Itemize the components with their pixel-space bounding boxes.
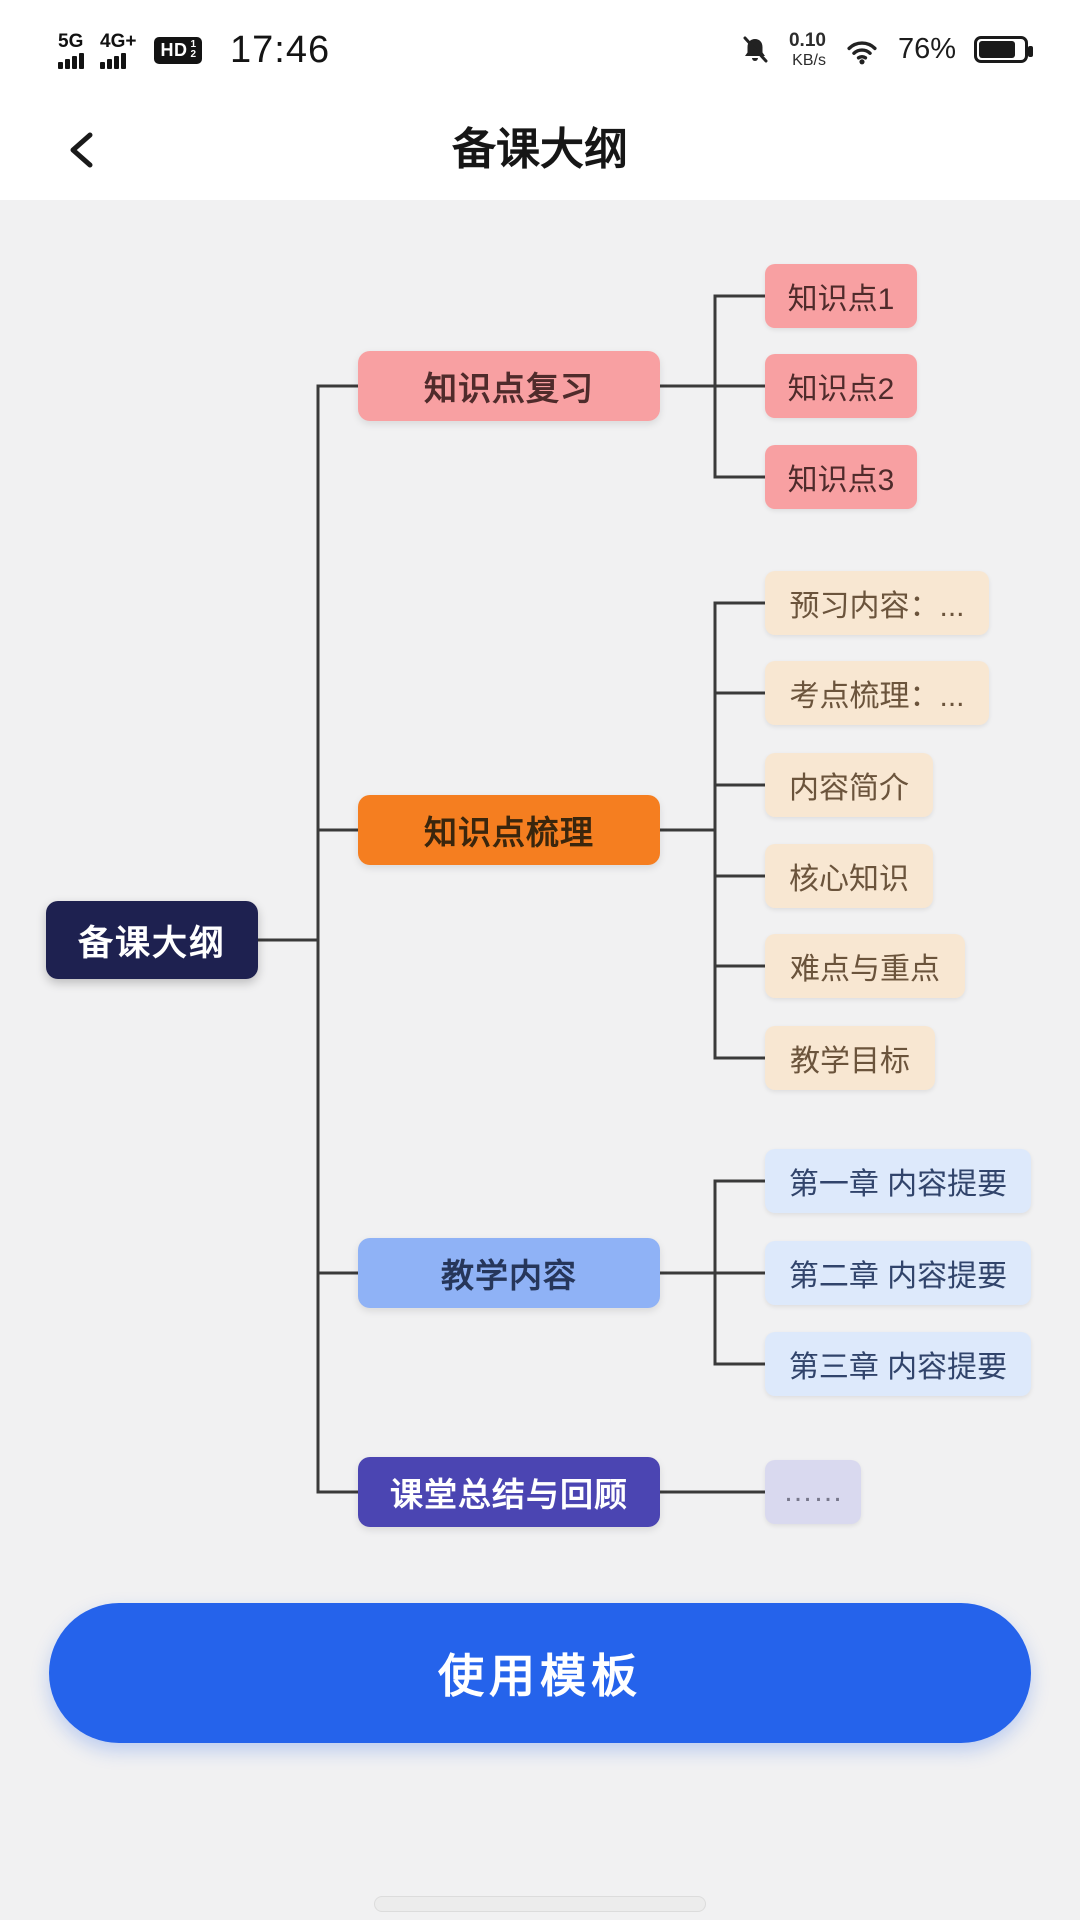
network-speed-unit: KB/s — [792, 51, 826, 69]
child-node-teaching-goals: 教学目标 — [765, 1026, 935, 1090]
hd-sim2-number: 2 — [190, 49, 197, 60]
child-node-difficulties: 难点与重点 — [765, 934, 965, 998]
child-node-preview-content: 预习内容：... — [765, 571, 989, 635]
hd-label: HD — [160, 39, 188, 60]
hd-volte-icon: HD 1 2 — [154, 36, 203, 64]
child-node-review-3: 知识点3 — [765, 445, 917, 509]
signal-bars-icon — [58, 52, 84, 69]
child-node-chapter-1: 第一章 内容提要 — [765, 1149, 1031, 1213]
sim2-network-label: 4G+ — [100, 30, 137, 52]
network-speed-value: 0.10 — [788, 29, 826, 51]
hd-sim1-number: 1 — [190, 39, 197, 50]
sim1-network-label: 5G — [58, 30, 84, 52]
child-node-review-1: 知识点1 — [765, 264, 917, 328]
child-node-exam-points: 考点梳理：... — [765, 661, 989, 725]
network-speed: 0.10 KB/s — [788, 29, 826, 69]
top-bar-area: 5G 4G+ HD 1 2 17:46 0 — [0, 0, 1080, 200]
signal-bars-icon — [100, 52, 126, 69]
child-node-intro: 内容简介 — [765, 753, 933, 817]
branch-node-teaching-content: 教学内容 — [358, 1238, 660, 1308]
mute-bell-icon — [743, 36, 768, 63]
child-node-core-knowledge: 核心知识 — [765, 844, 933, 908]
hd-sim-numbers: 1 2 — [190, 40, 196, 60]
branch-node-review: 知识点复习 — [358, 351, 660, 421]
signal-sim1: 5G — [58, 32, 84, 69]
clock-text: 17:46 — [230, 28, 331, 71]
battery-percent-text: 76% — [897, 33, 956, 66]
child-node-review-2: 知识点2 — [765, 354, 917, 418]
root-node: 备课大纲 — [46, 901, 258, 979]
wifi-icon — [847, 41, 877, 65]
page-title: 备课大纲 — [452, 125, 628, 174]
back-button[interactable] — [60, 126, 108, 174]
use-template-button[interactable]: 使用模板 — [49, 1603, 1031, 1743]
signal-sim2: 4G+ — [100, 32, 136, 69]
app-header: 备课大纲 — [0, 100, 1080, 200]
child-node-chapter-3: 第三章 内容提要 — [765, 1332, 1031, 1396]
home-indicator[interactable] — [374, 1896, 706, 1912]
child-node-summary-ellipsis: …… — [765, 1460, 861, 1524]
battery-icon — [974, 36, 1033, 64]
status-bar: 5G 4G+ HD 1 2 17:46 0 — [0, 0, 1080, 100]
branch-node-organize: 知识点梳理 — [358, 795, 660, 865]
branch-node-summary: 课堂总结与回顾 — [358, 1457, 660, 1527]
child-node-chapter-2: 第二章 内容提要 — [765, 1241, 1031, 1305]
